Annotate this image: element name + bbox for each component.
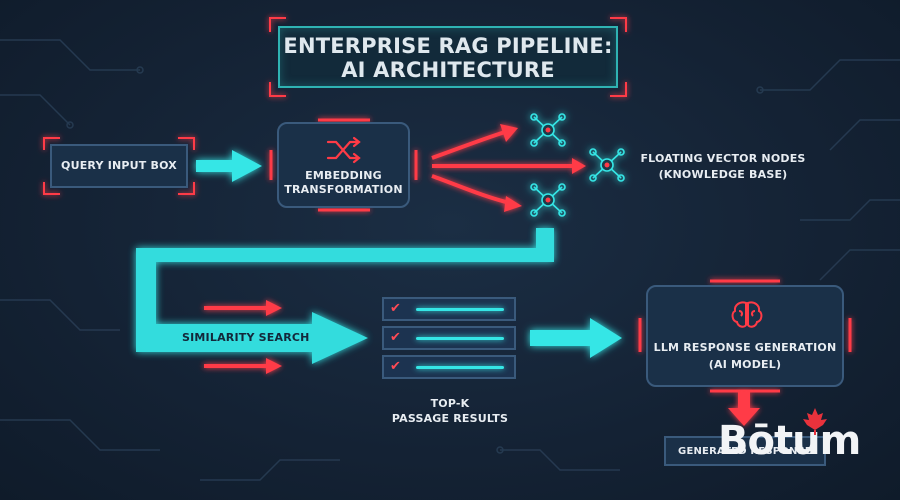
maple-leaf-icon <box>803 408 827 435</box>
arrowheads-embedding-to-nodes <box>500 124 586 212</box>
title-box <box>278 26 618 88</box>
embedding-accents <box>269 118 418 212</box>
result-row: ✔ <box>382 297 516 321</box>
red-side-arrows <box>204 300 282 374</box>
embedding-label-line-1: EMBEDDING <box>305 169 382 182</box>
check-icon: ✔ <box>390 359 401 374</box>
result-bar <box>416 308 504 311</box>
embedding-label-line-2: TRANSFORMATION <box>284 183 403 196</box>
similarity-search-pipe <box>136 228 554 364</box>
arrow-query-to-embedding <box>196 150 262 182</box>
embedding-box <box>277 122 410 208</box>
title-brackets <box>269 17 627 97</box>
shuffle-icon <box>326 136 361 164</box>
result-bar <box>416 337 504 340</box>
arrow-results-to-llm <box>530 318 622 358</box>
botum-logo: Bōtum <box>718 418 861 464</box>
query-input-box <box>50 144 188 188</box>
topk-label-line-1: TOP-K <box>430 397 470 410</box>
llm-label-line-1: LLM RESPONSE GENERATION <box>653 341 837 354</box>
result-row: ✔ <box>382 355 516 379</box>
vector-nodes-label-line-1: FLOATING VECTOR NODES <box>640 152 806 165</box>
check-icon: ✔ <box>390 301 401 316</box>
query-input-label: QUERY INPUT BOX <box>61 159 177 172</box>
brain-icon <box>731 301 763 328</box>
check-icon: ✔ <box>390 330 401 345</box>
llm-box <box>646 285 844 387</box>
result-bar <box>416 366 504 369</box>
llm-accents <box>638 279 852 393</box>
generated-response-box <box>664 436 826 466</box>
vector-node-cores <box>545 127 610 203</box>
query-brackets <box>43 137 195 195</box>
result-row: ✔ <box>382 326 516 350</box>
similarity-search-label: SIMILARITY SEARCH <box>182 331 310 344</box>
topk-label-line-2: PASSAGE RESULTS <box>391 412 509 425</box>
arrow-llm-to-response <box>728 392 760 426</box>
title-line-1: ENTERPRISE RAG PIPELINE: <box>283 34 613 58</box>
vector-node-clusters <box>530 113 625 217</box>
circuit-traces <box>0 39 900 481</box>
title-line-2: AI ARCHITECTURE <box>341 58 555 82</box>
vector-nodes-label-line-2: (KNOWLEDGE BASE) <box>658 168 788 181</box>
arrows-embedding-to-nodes <box>431 130 572 205</box>
generated-response-label: GENERATED RESPONSE <box>678 446 812 457</box>
llm-label-line-2: (AI MODEL) <box>708 358 782 371</box>
